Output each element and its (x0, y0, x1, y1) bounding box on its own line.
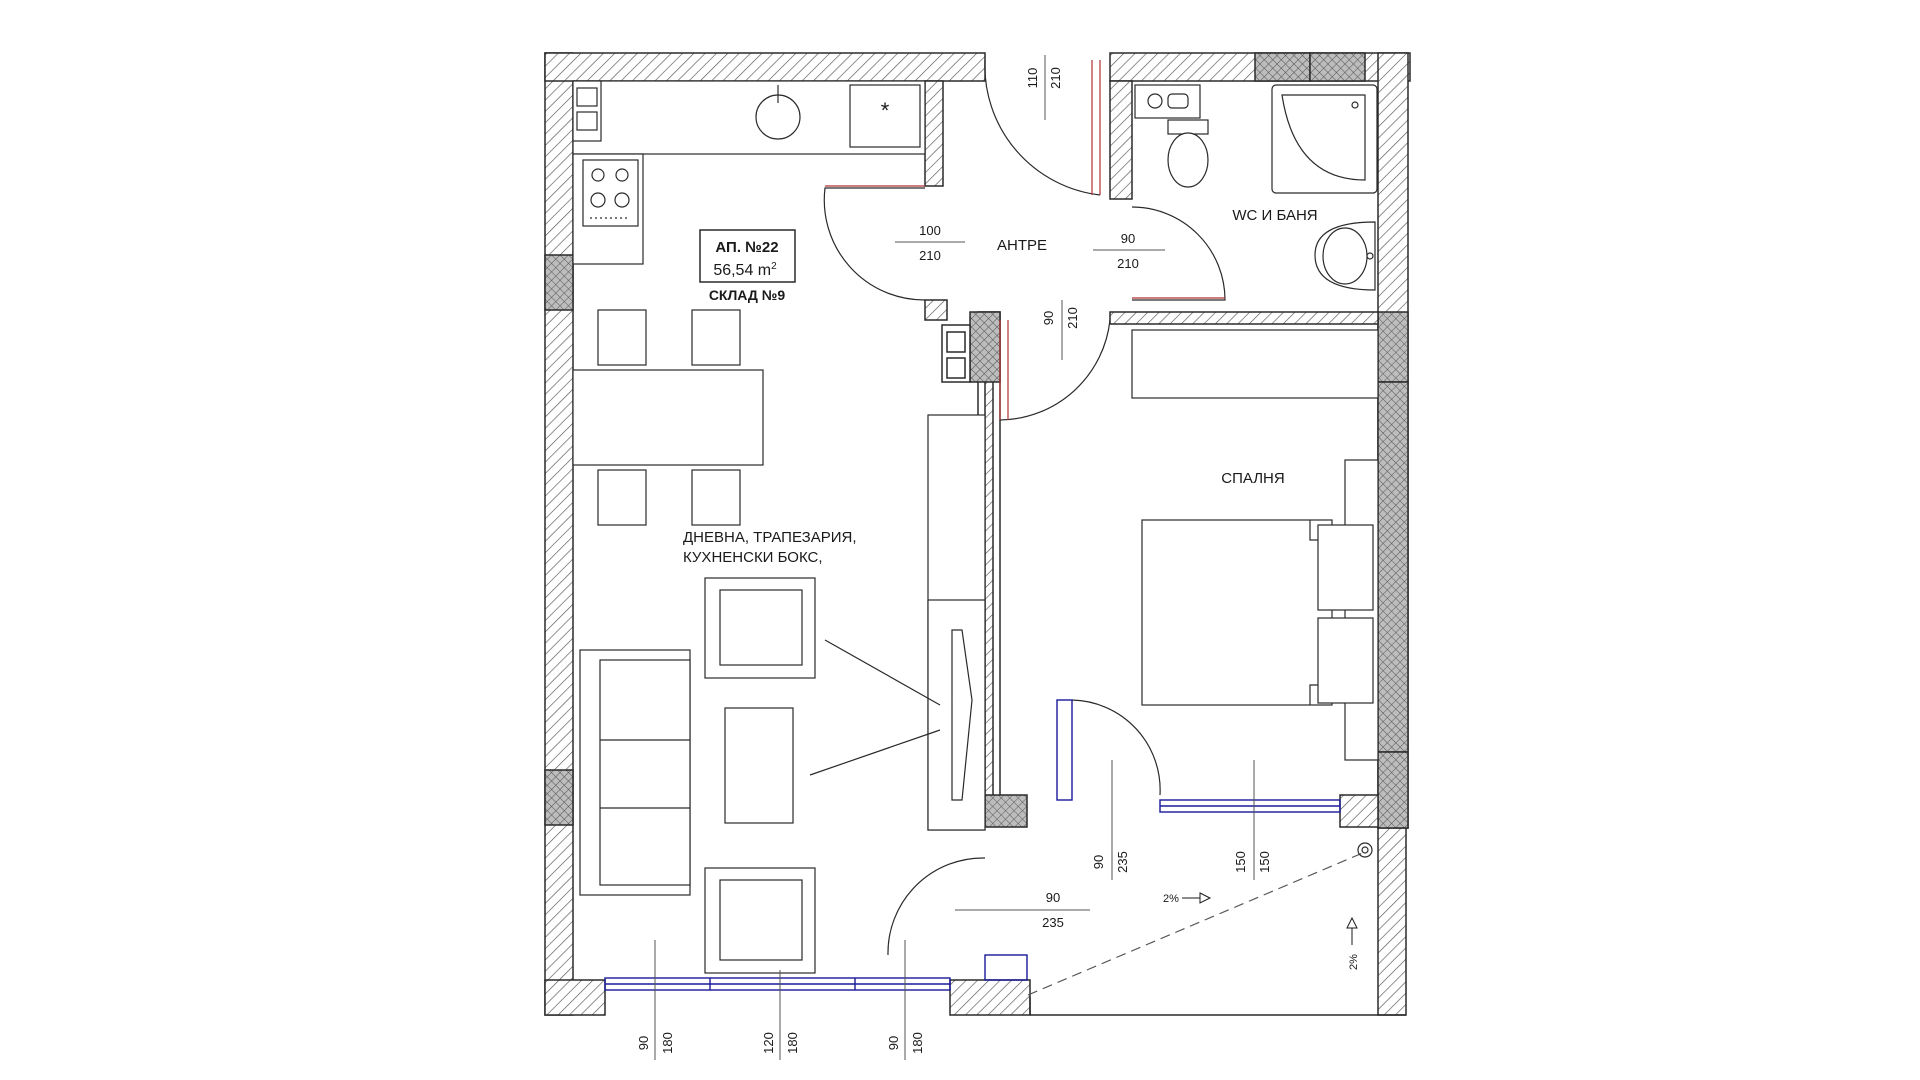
slope-vertical-label: 2% (1348, 954, 1360, 970)
apartment-label-box (699, 229, 796, 283)
dim-window3-height: 180 (910, 1032, 925, 1054)
dim-window1-width: 90 (636, 1036, 651, 1050)
svg-text:56,54 m2: 56,54 m2 (713, 261, 777, 279)
apartment-area: 56,54 m (713, 262, 771, 279)
dim-bed-door-height: 235 (1115, 851, 1130, 873)
dim-window3-width: 90 (886, 1036, 901, 1050)
dining-set (572, 309, 764, 526)
dim-hall-right-width: 90 (1121, 231, 1135, 246)
dim-hall-left-height: 210 (919, 248, 941, 263)
slope-horizontal-label: 2% (1163, 893, 1179, 905)
living-furniture (579, 414, 986, 974)
dim-window2-width: 120 (761, 1032, 776, 1054)
labels: АП. №22 56,54 m2 СКЛАД №9 ДНЕВНА, ТРАПЕЗ… (683, 207, 1318, 566)
dim-window2-height: 180 (785, 1032, 800, 1054)
storage-label: СКЛАД №9 (709, 287, 786, 303)
dim-hall-right-height: 210 (1117, 256, 1139, 271)
dim-hall-bottom-height: 210 (1065, 307, 1080, 329)
arrow-right-icon (1182, 892, 1212, 904)
dimension-labels: 110 210 100 210 90 210 90 210 90 235 (636, 55, 1272, 1060)
room-hall: АНТРЕ (997, 237, 1047, 254)
bathroom-fixtures (1134, 84, 1378, 291)
dim-bed-window-height: 150 (1257, 851, 1272, 873)
dim-entrance-width: 110 (1025, 68, 1040, 89)
dim-entrance-height: 210 (1048, 67, 1063, 89)
balcony-outline (1029, 997, 1406, 1016)
asterisk-symbol: * (881, 98, 890, 123)
room-living-line2: КУХНЕНСКИ БОКС, (683, 549, 823, 566)
room-bedroom: СПАЛНЯ (1221, 470, 1284, 487)
apartment-title: АП. №22 (715, 239, 778, 256)
door-swings (823, 59, 1373, 996)
dim-bed-window-width: 150 (1233, 851, 1248, 873)
arrow-up-icon (1346, 916, 1358, 945)
dim-hall-bottom-width: 90 (1041, 311, 1056, 325)
slope-markers: 2% 2% (1163, 892, 1360, 970)
dim-hall-left-width: 100 (919, 223, 941, 238)
apartment-area-sup: 2 (771, 261, 777, 272)
dim-window1-height: 180 (660, 1032, 675, 1054)
bedroom-furniture (1131, 329, 1379, 761)
dim-bed-door-width: 90 (1091, 855, 1106, 869)
dim-living-door-height: 235 (1042, 915, 1064, 930)
kitchen-fixtures: * (572, 80, 926, 265)
exterior-walls (544, 52, 1411, 1016)
dim-living-door-width: 90 (1046, 890, 1060, 905)
room-bath: WC И БАНЯ (1232, 207, 1317, 224)
room-living-line1: ДНЕВНА, ТРАПЕЗАРИЯ, (683, 529, 856, 546)
windows (604, 699, 1341, 991)
